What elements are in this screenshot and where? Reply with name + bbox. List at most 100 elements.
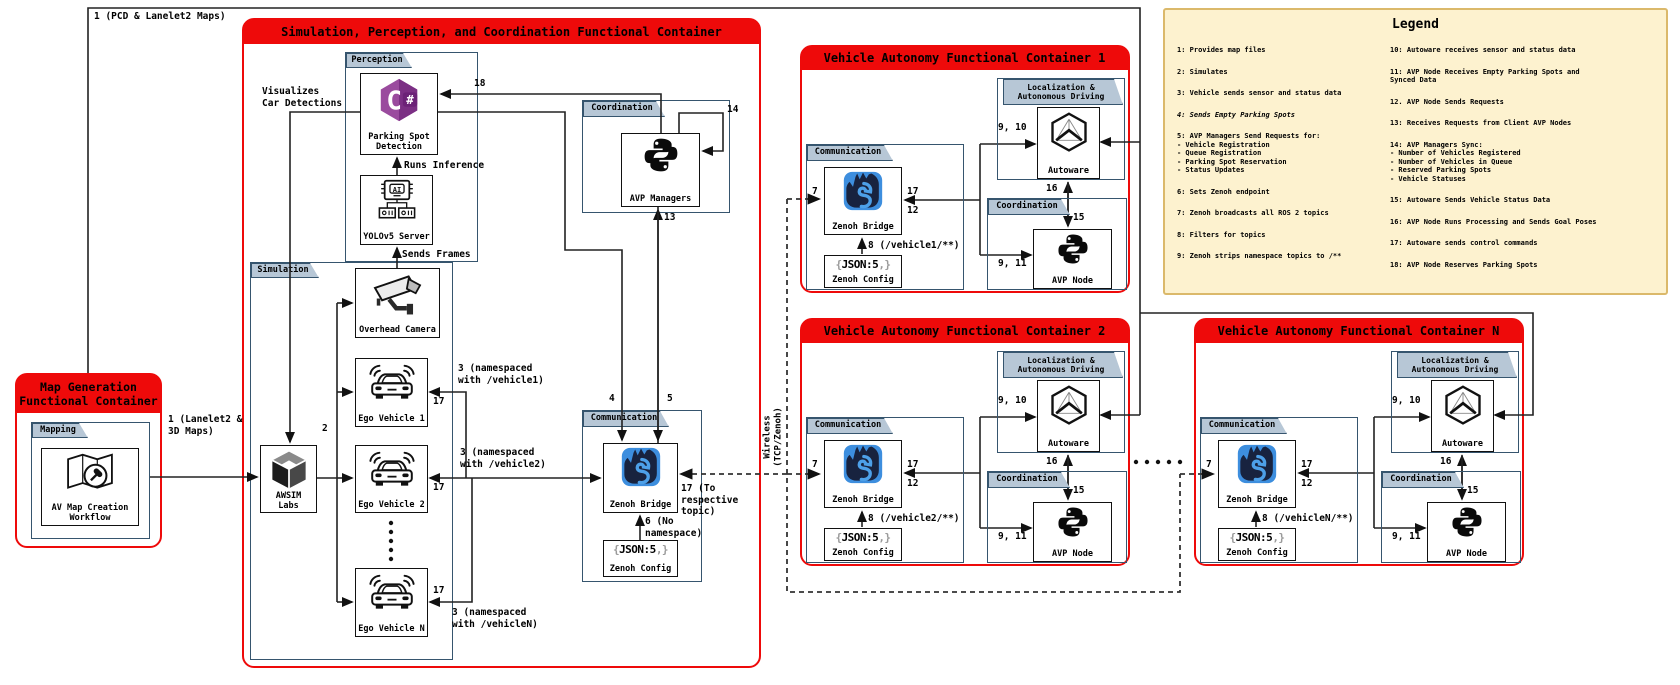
- vac-edge-910-label: 9, 10: [998, 122, 1027, 133]
- vac-edge-911-label: 9, 11: [1392, 531, 1421, 542]
- csharp-hexagon-icon: C #: [380, 78, 418, 122]
- autoware-hexagon-icon: [1444, 385, 1481, 425]
- vac-coordination-badge-label: Coordination: [996, 201, 1058, 212]
- python-icon: [1451, 507, 1482, 537]
- svg-text:C: C: [386, 87, 402, 117]
- no-namespace-label: 6 (No namespace): [645, 516, 703, 539]
- egoN-17-label: 17: [433, 585, 445, 596]
- legend-item: 10: Autoware receives sensor and status …: [1390, 46, 1576, 54]
- map-gen-title-bar: Map Generation Functional Container: [17, 375, 160, 413]
- legend-item: 5: AVP Managers Send Requests for: - Veh…: [1177, 132, 1321, 174]
- autoware-hexagon-icon: [1050, 112, 1087, 152]
- sim-communication-badge: Communication: [583, 411, 669, 427]
- zenoh-dragon-icon: [843, 171, 883, 211]
- vac-communication-group: Communication: [1200, 417, 1358, 563]
- sim-coordination-badge: Coordination: [583, 101, 665, 117]
- vac-communication-badge-label: Communication: [1208, 420, 1276, 431]
- sim-zenoh-config-label: Zenoh Config: [609, 564, 672, 574]
- vac-zenoh-bridge-label: Zenoh Bridge: [1226, 495, 1288, 505]
- vac-zenoh-bridge-label: Zenoh Bridge: [832, 495, 894, 505]
- map-gen-title: Map Generation Functional Container: [19, 380, 158, 408]
- vac-edge-910-label: 9, 10: [1392, 395, 1421, 406]
- vac-title-bar: Vehicle Autonomy Functional Container 2: [801, 319, 1128, 343]
- avp-managers-label: AVP Managers: [629, 194, 692, 204]
- sends-frames-label: Sends Frames: [402, 249, 471, 260]
- sim-title: Simulation, Perception, and Coordination…: [281, 25, 722, 39]
- map-files-edge-label: 1 (PCD & Lanelet2 Maps): [94, 11, 226, 22]
- vac-autoware-node: Autoware: [1037, 380, 1100, 452]
- vac-edge-8-label: 8 (/vehicle1/**): [868, 240, 960, 251]
- edge-2-label: 2: [322, 423, 328, 434]
- vehicle-autonomy-container-v2: Vehicle Autonomy Functional Container 2 …: [800, 318, 1130, 566]
- vac-edge-17-label: 17: [907, 186, 919, 197]
- car-wifi-icon: [368, 451, 415, 486]
- vac-autoware-node: Autoware: [1431, 380, 1494, 452]
- vac-edge-17-label: 17: [1301, 459, 1313, 470]
- sim-zenoh-bridge-node: Zenoh Bridge: [603, 443, 678, 513]
- ego2-namespace-label: 3 (namespaced with /vehicle2): [460, 447, 546, 470]
- vac-localization-badge-label: Localization & Autonomous Driving: [1411, 355, 1499, 374]
- vac-autoware-label: Autoware: [1048, 166, 1089, 176]
- legend-item: 3: Vehicle sends sensor and status data: [1177, 89, 1342, 97]
- ego-vehicle-n-node: Ego Vehicle N: [355, 568, 428, 637]
- vac-edge-910-label: 9, 10: [998, 395, 1027, 406]
- legend-title: Legend: [1392, 17, 1439, 32]
- vac-avp-node-label: AVP Node: [1446, 549, 1487, 559]
- mapping-badge-label: Mapping: [40, 424, 76, 435]
- vac-edge-911-label: 9, 11: [998, 531, 1027, 542]
- ego-vehicle-1-label: Ego Vehicle 1: [358, 414, 425, 424]
- vac-edge-7-label: 7: [812, 186, 818, 197]
- vac-zenoh-config-label: Zenoh Config: [1226, 548, 1288, 558]
- vac-coordination-badge: Coordination: [1382, 472, 1464, 488]
- vac-communication-badge-label: Communication: [814, 420, 882, 431]
- edge-13-label: 13: [664, 212, 676, 223]
- map-wrench-icon: [67, 453, 113, 489]
- vac-zenoh-config-label: Zenoh Config: [832, 275, 894, 285]
- avp-managers-node: AVP Managers: [621, 133, 700, 207]
- vac-edge-16-label: 16: [1046, 456, 1058, 467]
- mapping-group: Mapping: [31, 422, 150, 539]
- awsim-labs-node: AWSIM Labs: [260, 445, 317, 513]
- perception-badge: Perception: [346, 53, 412, 68]
- legend-item: 7: Zenoh broadcasts all ROS 2 topics: [1177, 209, 1329, 217]
- vac-zenoh-bridge-label: Zenoh Bridge: [832, 222, 894, 232]
- vac-avp-node: AVP Node: [1033, 229, 1112, 289]
- legend-right-column: 10: Autoware receives sensor and status …: [1390, 46, 1662, 282]
- python-icon: [644, 138, 677, 172]
- zenoh-dragon-icon: [621, 447, 660, 487]
- ego2-17-label: 17: [433, 482, 445, 493]
- python-icon: [1057, 507, 1088, 537]
- vac-communication-badge: Communication: [807, 418, 893, 434]
- visualizes-edge-label: Visualizes Car Detections: [262, 86, 343, 109]
- vac-title: Vehicle Autonomy Functional Container 2: [823, 324, 1106, 338]
- vac-avp-node-label: AVP Node: [1052, 276, 1093, 286]
- ego1-17-label: 17: [433, 396, 445, 407]
- vac-title: Vehicle Autonomy Functional Container N: [1217, 324, 1500, 338]
- vac-autoware-label: Autoware: [1442, 439, 1483, 449]
- legend-item: 11: AVP Node Receives Empty Parking Spot…: [1390, 67, 1580, 85]
- vac-zenoh-config-node: {JSON:5,} Zenoh Config: [824, 255, 902, 288]
- vac-edge-7-label: 7: [1206, 459, 1212, 470]
- vac-edge-15-label: 15: [1467, 485, 1479, 496]
- vac-edge-12-label: 12: [1301, 478, 1313, 489]
- ego-vehicle-2-node: Ego Vehicle 2: [355, 445, 428, 513]
- vac-localization-badge: Localization & Autonomous Driving: [1397, 352, 1517, 378]
- map-generation-container: Map Generation Functional Container Mapp…: [15, 373, 162, 548]
- to-respective-topic-label: 17 (To respective topic): [681, 483, 739, 517]
- ego-vehicle-2-label: Ego Vehicle 2: [358, 500, 425, 510]
- legend-item: 13: Receives Requests from Client AVP No…: [1390, 119, 1572, 127]
- vac-coordination-group: Coordination: [1381, 471, 1521, 563]
- legend-item: 17: Autoware sends control commands: [1390, 239, 1538, 247]
- egoN-namespace-label: 3 (namespaced with /vehicleN): [452, 607, 538, 630]
- vac-communication-badge-label: Communication: [814, 147, 882, 158]
- parking-spot-detection-node: C # Parking Spot Detection: [360, 73, 438, 155]
- vac-title-bar: Vehicle Autonomy Functional Container N: [1195, 319, 1522, 343]
- json5-icon: {JSON:5,}: [612, 543, 669, 556]
- vac-zenoh-config-label: Zenoh Config: [832, 548, 894, 558]
- ai-server-icon: AI: [378, 179, 415, 219]
- unity-cube-icon: [271, 451, 306, 489]
- ego-vehicle-n-label: Ego Vehicle N: [358, 624, 425, 634]
- edge-4-label: 4: [609, 393, 615, 404]
- sim-zenoh-bridge-label: Zenoh Bridge: [609, 500, 672, 510]
